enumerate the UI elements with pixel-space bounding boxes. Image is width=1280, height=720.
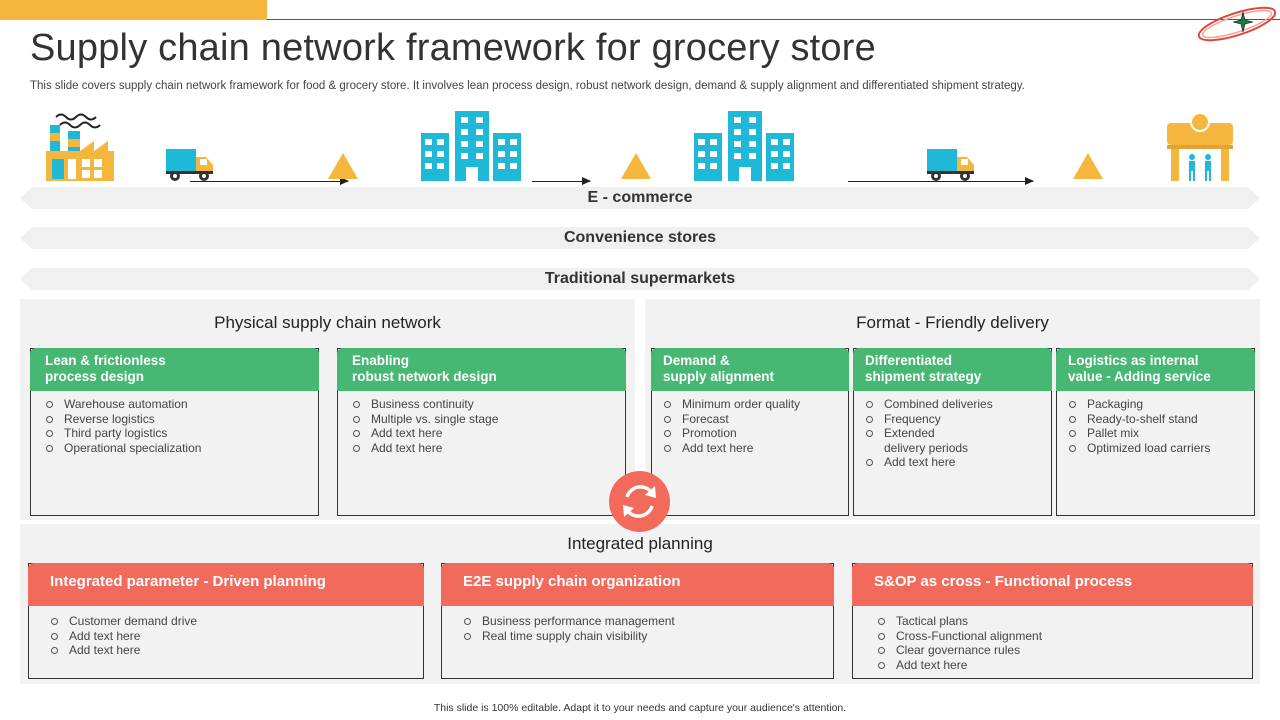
flow-arrow: [532, 177, 591, 185]
list-item: Packaging: [1068, 397, 1210, 412]
store-gate-icon: [1167, 112, 1233, 181]
channel-convenience-label: Convenience stores: [563, 229, 717, 246]
parameter-planning-card: Integrated parameter - Driven planning C…: [28, 563, 424, 679]
card-heading: Enabling robust network design: [337, 348, 626, 391]
card-heading: S&OP as cross - Functional process: [852, 563, 1253, 606]
list-item: Add text here: [50, 643, 197, 658]
list-item: Combined deliveries: [865, 397, 993, 412]
list-item: Minimum order quality: [663, 397, 800, 412]
buildings-icon: [421, 111, 521, 181]
card-heading: Demand & supply alignment: [651, 348, 849, 391]
warning-triangle-icon: [621, 153, 651, 179]
list-item: Reverse logistics: [45, 412, 201, 427]
list-item: Optimized load carriers: [1068, 441, 1210, 456]
cycle-badge: [609, 471, 670, 532]
list-item: Business continuity: [352, 397, 498, 412]
channel-supermarkets-label: Traditional supermarkets: [544, 270, 736, 287]
flow-arrow: [190, 177, 349, 185]
list-item: Forecast: [663, 412, 800, 427]
robust-network-card: Enabling robust network design Business …: [337, 348, 626, 516]
brand-logo-icon: [1197, 6, 1277, 42]
channel-band: [20, 227, 1260, 249]
lean-process-card: Lean & frictionless process design Wareh…: [30, 348, 319, 516]
flow-arrow: [848, 177, 1034, 185]
list-item: Add text here: [877, 658, 1042, 673]
list-item: Frequency: [865, 412, 993, 427]
list-item: Warehouse automation: [45, 397, 201, 412]
card-list: Packaging Ready-to-shelf stand Pallet mi…: [1068, 397, 1210, 455]
list-item: Multiple vs. single stage: [352, 412, 498, 427]
truck-icon: [166, 149, 213, 181]
list-item: Operational specialization: [45, 441, 201, 456]
warning-triangle-icon: [328, 153, 358, 179]
warning-triangle-icon: [1073, 153, 1103, 179]
list-item: Add text here: [352, 426, 498, 441]
card-heading: Lean & frictionless process design: [30, 348, 319, 391]
e2e-organization-card: E2E supply chain organization Business p…: [441, 563, 834, 679]
integrated-planning-title: Integrated planning: [567, 534, 713, 553]
card-heading: Integrated parameter - Driven planning: [28, 563, 424, 606]
list-item: Business performance management: [463, 614, 675, 629]
card-list: Business performance management Real tim…: [463, 614, 675, 643]
physical-network-title: Physical supply chain network: [214, 313, 441, 332]
card-list: Minimum order quality Forecast Promotion…: [663, 397, 800, 455]
top-divider-line: [267, 19, 1280, 20]
delivery-title: Format - Friendly delivery: [856, 313, 1049, 332]
card-heading: Differentiated shipment strategy: [853, 348, 1052, 391]
card-heading: Logistics as internal value - Adding ser…: [1056, 348, 1255, 391]
top-accent-bar: [0, 0, 267, 20]
list-item: Promotion: [663, 426, 800, 441]
factory-icon: [46, 113, 114, 181]
truck-icon: [927, 149, 974, 181]
list-item: Add text here: [50, 629, 197, 644]
channel-band: [20, 268, 1260, 290]
channel-ecommerce-label: E - commerce: [587, 189, 693, 206]
list-item: Add text here: [865, 455, 993, 470]
list-item: Pallet mix: [1068, 426, 1210, 441]
list-item: Tactical plans: [877, 614, 1042, 629]
buildings-icon: [694, 111, 794, 181]
page-title: Supply chain network framework for groce…: [30, 27, 876, 69]
channel-band: [20, 187, 1260, 209]
card-list: Tactical plans Cross-Functional alignmen…: [877, 614, 1042, 672]
logistics-service-card: Logistics as internal value - Adding ser…: [1056, 348, 1255, 516]
list-item: Third party logistics: [45, 426, 201, 441]
list-item: Cross-Functional alignment: [877, 629, 1042, 644]
list-item: Ready-to-shelf stand: [1068, 412, 1210, 427]
list-item: Add text here: [352, 441, 498, 456]
refresh-cycle-icon: [623, 485, 656, 518]
page-subtitle: This slide covers supply chain network f…: [30, 80, 1025, 92]
list-item: Add text here: [663, 441, 800, 456]
list-item: Customer demand drive: [50, 614, 197, 629]
list-item: Clear governance rules: [877, 643, 1042, 658]
card-list: Customer demand drive Add text here Add …: [50, 614, 197, 658]
sop-process-card: S&OP as cross - Functional process Tacti…: [852, 563, 1253, 679]
footer-note: This slide is 100% editable. Adapt it to…: [433, 702, 847, 714]
card-list: Warehouse automation Reverse logistics T…: [45, 397, 201, 455]
list-item: Real time supply chain visibility: [463, 629, 675, 644]
card-heading: E2E supply chain organization: [441, 563, 834, 606]
demand-supply-card: Demand & supply alignment Minimum order …: [651, 348, 849, 516]
card-list: Business continuity Multiple vs. single …: [352, 397, 498, 455]
shipment-strategy-card: Differentiated shipment strategy Combine…: [853, 348, 1052, 516]
